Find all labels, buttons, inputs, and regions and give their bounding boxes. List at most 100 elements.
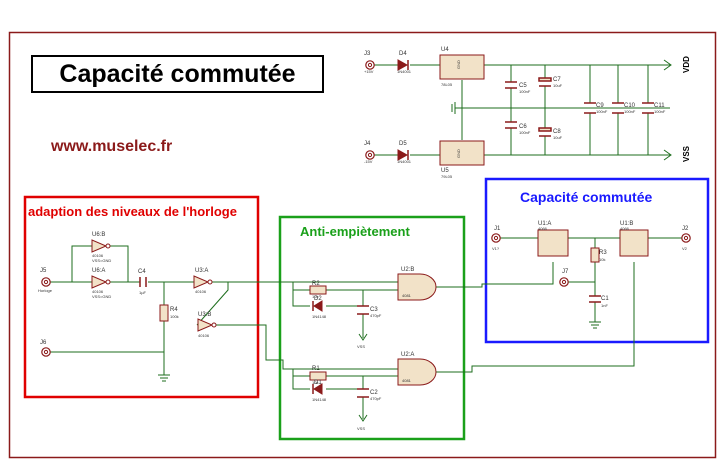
label-j2: J2 (682, 226, 689, 232)
label-c8: C8 (553, 129, 561, 135)
label-u2b-val: 4081 (402, 293, 412, 298)
label-j2-val: V2 (682, 246, 688, 251)
label-d1-val: 1N4148 (312, 397, 327, 402)
label-u4: U4 (441, 47, 449, 53)
label-j3: J3 (364, 51, 371, 57)
label-u5-gnd: GND (456, 149, 461, 158)
label-c3: C3 (370, 307, 378, 313)
label-u6b: U6:B (92, 232, 105, 238)
label-c5-val: 100nF (519, 89, 531, 94)
label-r1-val: 10k (312, 380, 318, 385)
power-caps (505, 77, 654, 137)
label-d5: D5 (399, 141, 407, 147)
resistor-r4 (159, 304, 169, 322)
label-u1b-val: 4066 (620, 226, 630, 231)
label-c1-val: 1nF (601, 303, 608, 308)
label-r3-val: 10k (599, 257, 605, 262)
clock-cap-c4 (139, 277, 147, 287)
anti-overlap-section-title: Anti-empiètement (300, 224, 410, 239)
rail-arrows (663, 59, 672, 161)
terminal-j7 (559, 277, 569, 287)
label-j7: J7 (562, 269, 569, 275)
label-u2a-val: 4081 (402, 378, 412, 383)
label-u3b: U3:B (198, 312, 211, 318)
label-c1: C1 (601, 296, 609, 302)
anti-caps (357, 305, 369, 398)
switch-u1a (537, 229, 569, 257)
anti-vss-arrows (358, 333, 368, 422)
label-u3a-val: 40106 (195, 289, 207, 294)
label-c10-val: 100nF (624, 109, 636, 114)
label-c3-val: 470pF (370, 313, 382, 318)
label-j5-val: Horloge (38, 288, 53, 293)
label-u2a: U2:A (401, 352, 414, 358)
resistor-r1 (309, 371, 327, 381)
label-c2-val: 470pF (370, 396, 382, 401)
label-u6a-pwr: VSS=GND (92, 294, 111, 299)
supply-diodes (397, 59, 409, 161)
outer-frame (8, 31, 717, 459)
label-c7: C7 (553, 77, 561, 83)
label-r4: R4 (170, 307, 178, 313)
label-u6b-pwr: VSS=GND (92, 258, 111, 263)
label-r4-val: 100k (170, 314, 179, 319)
label-r2: R2 (312, 281, 320, 287)
label-c11: C11 (654, 103, 665, 109)
label-j4: J4 (364, 141, 371, 147)
clock-ground (158, 374, 170, 382)
label-j1: J1 (494, 226, 501, 232)
label-u5-val: 79L05 (441, 174, 453, 179)
label-u2b: U2:B (401, 267, 414, 273)
label-c6-val: 100nF (519, 130, 531, 135)
capa-cap-c1 (589, 295, 601, 303)
clock-section-box (23, 195, 260, 399)
label-u6b-val: 40106 (92, 253, 104, 258)
anti-overlap-section-box (278, 215, 466, 441)
website-link[interactable]: www.muselec.fr (51, 138, 173, 155)
label-r2-val: 10k (312, 294, 318, 299)
terminal-j5 (41, 277, 51, 287)
terminal-j6 (41, 347, 51, 357)
label-d4: D4 (399, 51, 407, 57)
resistor-r2 (309, 285, 327, 295)
label-c5: C5 (519, 83, 527, 89)
switched-cap-section-title: Capacité commutée (520, 189, 653, 205)
label-j4-val: -15V (364, 159, 373, 164)
label-u1a-val: 4066 (538, 226, 548, 231)
terminal-j1 (491, 233, 501, 243)
label-d4-val: 1N4001 (397, 69, 412, 74)
label-c4-val: 1µF (139, 290, 147, 295)
terminal-j3 (365, 60, 375, 70)
label-c4: C4 (138, 269, 146, 275)
ground-symbol (451, 102, 456, 114)
page-title: Capacité commutée (31, 55, 324, 93)
label-u1b: U1:B (620, 221, 633, 227)
label-c2: C2 (370, 390, 378, 396)
label-u3b-val: 40106 (198, 333, 210, 338)
terminal-j2 (681, 233, 691, 243)
label-j6: J6 (40, 340, 47, 346)
label-vss-1: VSS (357, 344, 365, 349)
and-gates (397, 273, 437, 386)
label-u4-val: 78L05 (441, 82, 453, 87)
label-u6a: U6:A (92, 268, 105, 274)
label-c11-val: 100nF (654, 109, 666, 114)
label-d2-val: 1N4148 (312, 314, 327, 319)
label-u1a: U1:A (538, 221, 551, 227)
label-u6a-val: 40106 (92, 289, 104, 294)
clock-wiring (50, 245, 398, 375)
label-c8-val: 10uF (553, 135, 563, 140)
label-j5: J5 (40, 268, 47, 274)
label-j1-val: V1? (492, 246, 500, 251)
label-c6: C6 (519, 124, 527, 130)
label-c7-val: 10uF (553, 83, 563, 88)
label-u4-gnd: GND (456, 60, 461, 69)
resistor-r3 (590, 247, 600, 263)
label-c10: C10 (624, 103, 636, 109)
power-supply (374, 64, 670, 156)
label-vdd: VDD (682, 56, 691, 73)
label-r1: R1 (312, 366, 320, 372)
clock-section-title: adaption des niveaux de l'horloge (28, 204, 237, 219)
